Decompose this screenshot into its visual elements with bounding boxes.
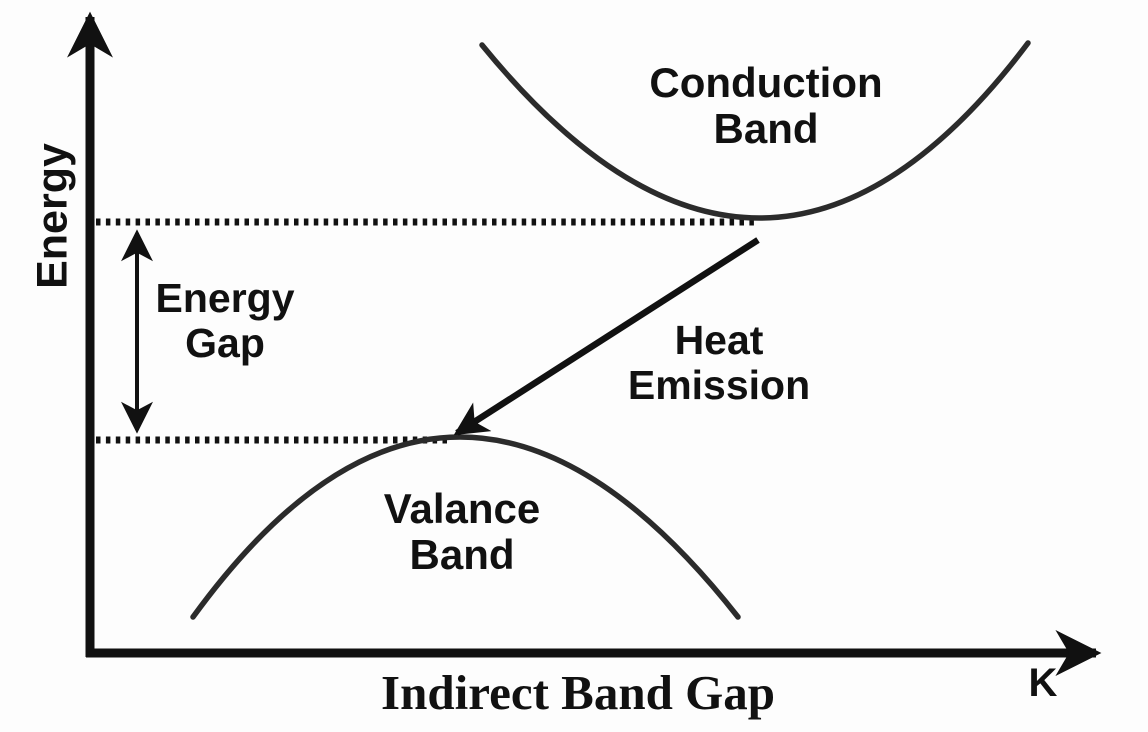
conduction-band-curve: [479, 40, 1031, 221]
heat-emission-label: Heat Emission: [627, 317, 811, 408]
y-axis-label: Energy: [28, 143, 77, 289]
conduction-band-label: Conduction Band: [649, 59, 883, 152]
x-axis-label: K: [1028, 661, 1058, 706]
energy-gap-label: Energy Gap: [155, 275, 295, 366]
valance-band-curve: [190, 434, 741, 620]
diagram-title: Indirect Band Gap: [381, 665, 775, 720]
heat-emission-arrow: [453, 237, 760, 436]
valance-band-label: Valance Band: [383, 485, 541, 578]
